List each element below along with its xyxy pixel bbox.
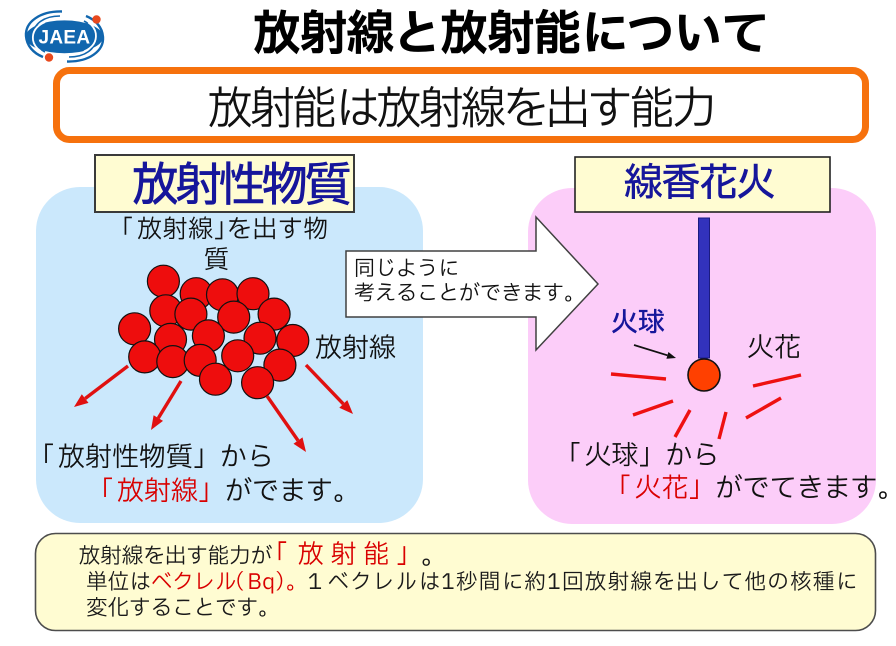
svg-text:JAEA: JAEA <box>39 28 91 49</box>
